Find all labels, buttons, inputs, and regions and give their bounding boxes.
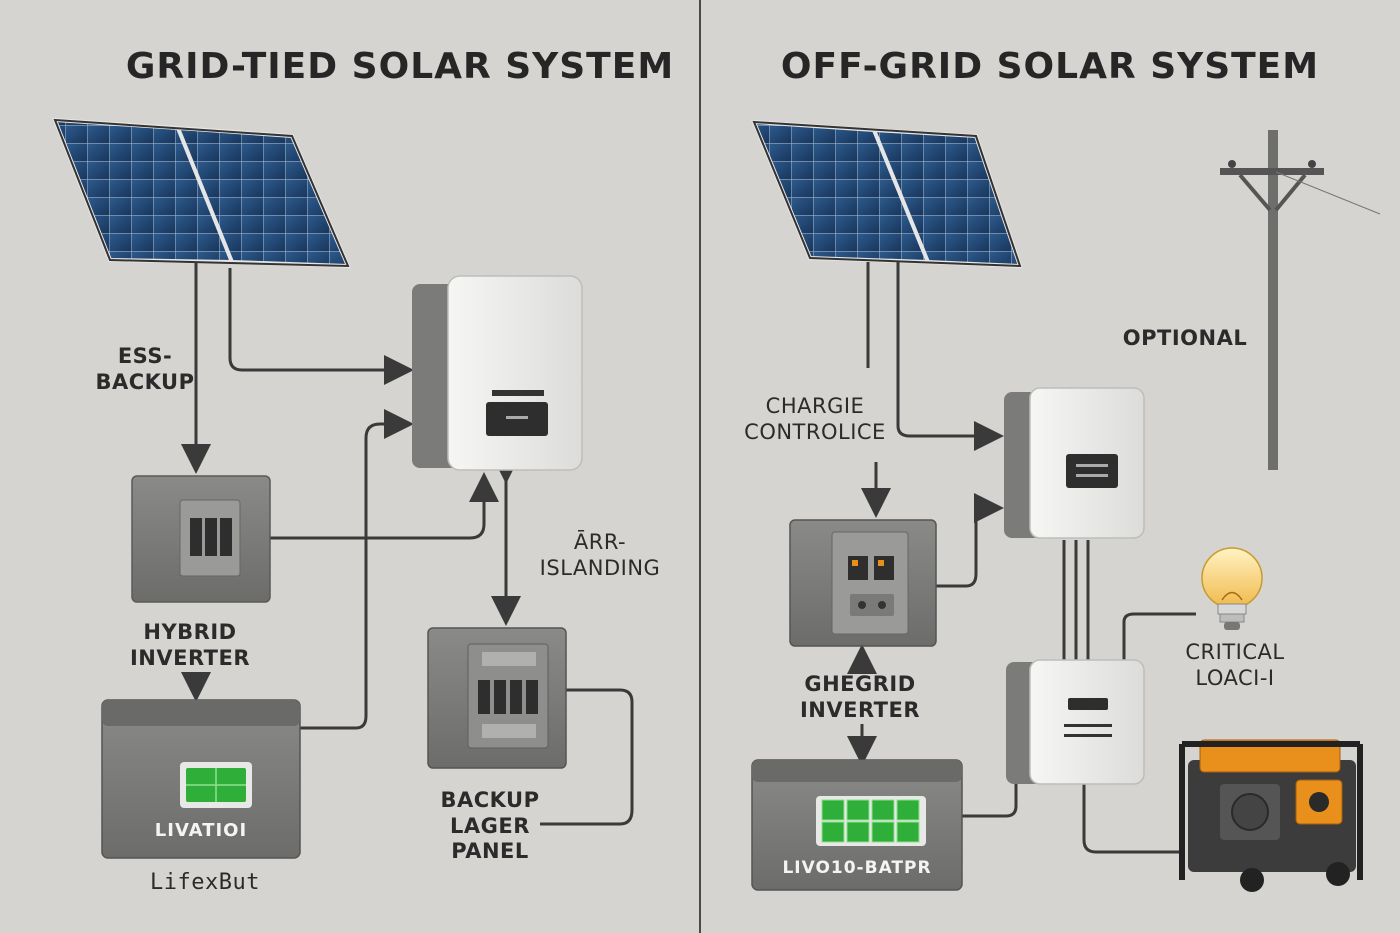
right-charge-controller-box [789,519,937,647]
offgrid-inverter-label: GHEGRID INVERTER [799,672,921,722]
backup-panel-label: BACKUP LAGER PANEL [440,788,540,864]
left-hybrid-inverter-unit [412,275,583,471]
left-battery [101,699,301,859]
right-inverter-top [1004,387,1145,539]
right-solar-panel [750,119,1023,269]
generator [1179,739,1363,892]
utility-pole [1220,130,1381,470]
left-wiring [181,262,634,826]
ess-backup-label: ESS- BACKUP [95,344,195,394]
left-title: GRID-TIED SOLAR SYSTEM [125,46,675,87]
left-solar-panel [51,117,352,269]
right-wiring [847,262,1196,854]
critical-loads-label: CRITICAL LOACI-I [1185,640,1285,690]
right-title: OFF-GRID SOLAR SYSTEM [780,46,1320,87]
battery-caption: LifexBut [150,870,260,895]
anti-islanding-label: ĀRR- ISLANDING [539,530,661,580]
optional-label: OPTIONAL [1122,326,1248,350]
left-switch-box [131,475,271,603]
left-backup-panel [427,627,567,769]
hybrid-inverter-label: HYBRID INVERTER [129,620,251,670]
right-battery [751,759,963,891]
charge-controller-label: CHARGIE CONTROLICE [744,394,886,444]
right-battery-label: LIVO10-BATPR [782,858,932,878]
light-bulb [1201,547,1263,630]
left-battery-label: LIVATIOI [154,820,248,841]
right-inverter-bottom [1006,659,1145,785]
